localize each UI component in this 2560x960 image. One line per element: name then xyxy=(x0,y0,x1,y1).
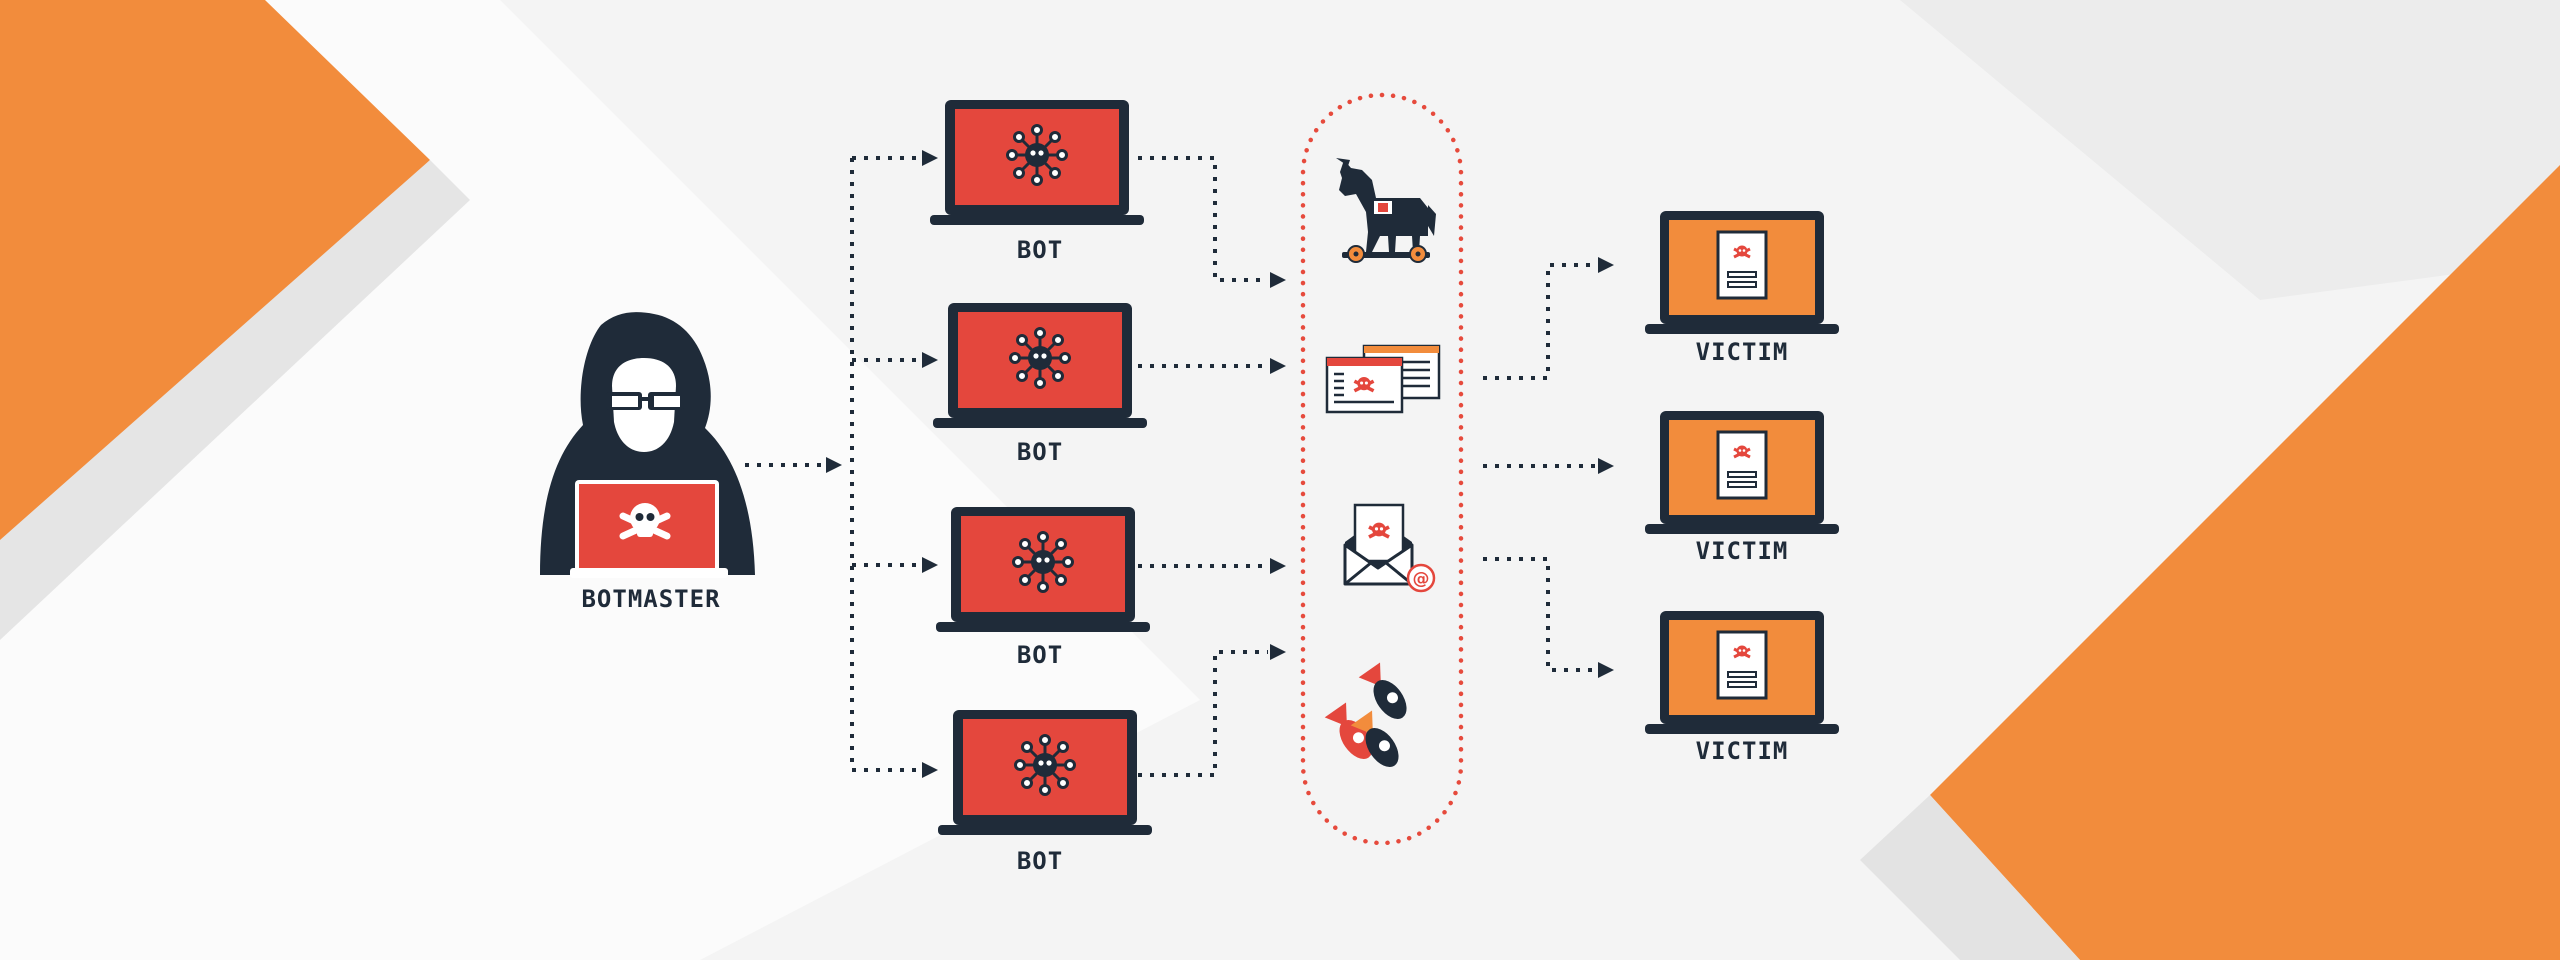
orange-shape-left xyxy=(0,0,430,590)
virus-laptop-icon xyxy=(930,100,1144,225)
victim-label: VICTIM xyxy=(1696,338,1789,366)
botmaster-laptop-icon xyxy=(570,480,728,578)
bot-label: BOT xyxy=(1017,236,1063,264)
connectors xyxy=(745,156,1595,777)
bot-label: BOT xyxy=(1017,847,1063,875)
connector-bot1 xyxy=(1138,156,1268,282)
trojan-horse-icon xyxy=(1336,158,1436,263)
bot-node-1: BOT xyxy=(930,100,1144,264)
malicious-webpage-icon xyxy=(1325,344,1441,414)
virus-laptop-icon xyxy=(933,303,1147,428)
infected-laptop-icon xyxy=(1645,411,1839,534)
victim-node-2: VICTIM xyxy=(1645,411,1839,565)
virus-laptop-icon xyxy=(936,507,1150,632)
victim-node-3: VICTIM xyxy=(1645,611,1839,765)
victim-node-1: VICTIM xyxy=(1645,211,1839,366)
bot-node-2: BOT xyxy=(933,303,1147,466)
virus-laptop-icon xyxy=(938,710,1152,835)
bot-node-4: BOT xyxy=(938,710,1152,875)
attack-vector-group xyxy=(1300,92,1464,846)
botmaster-node: BOTMASTER xyxy=(540,312,755,613)
bot-node-3: BOT xyxy=(936,507,1150,669)
bot-label: BOT xyxy=(1017,641,1063,669)
connector-victim1 xyxy=(1483,263,1595,380)
connector-victim3 xyxy=(1483,557,1595,672)
infected-laptop-icon xyxy=(1645,611,1839,734)
bombs-icon xyxy=(1324,662,1407,767)
infected-laptop-icon xyxy=(1645,211,1839,334)
orange-shape-right xyxy=(1930,165,2560,960)
arrowheads xyxy=(826,150,1614,778)
connector-bot4 xyxy=(1138,650,1268,777)
bot-label: BOT xyxy=(1017,438,1063,466)
svg-text:@: @ xyxy=(1413,569,1430,589)
botmaster-label: BOTMASTER xyxy=(581,585,720,613)
victim-label: VICTIM xyxy=(1696,537,1789,565)
victim-label: VICTIM xyxy=(1696,737,1789,765)
phishing-email-icon: @ xyxy=(1343,503,1436,593)
